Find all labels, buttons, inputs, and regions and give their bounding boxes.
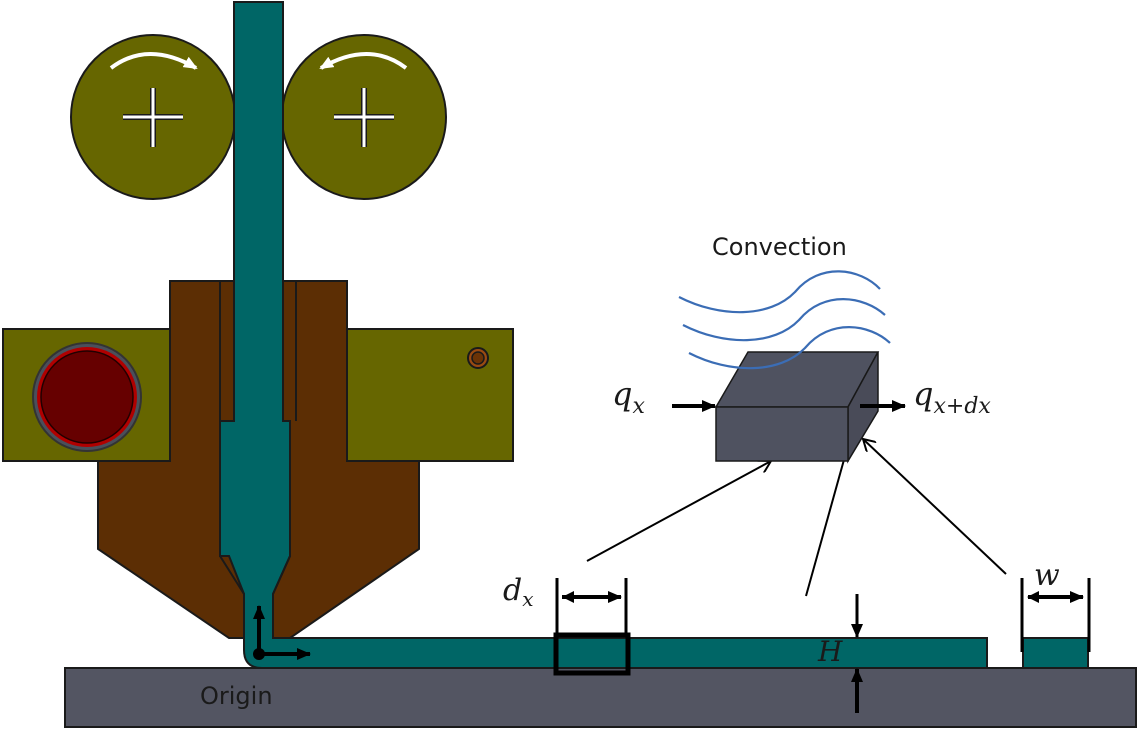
clockwise-arrow-icon xyxy=(109,52,198,70)
origin-axes-icon xyxy=(253,605,311,660)
bead-cross-section xyxy=(1022,637,1089,669)
width-label: w xyxy=(1034,558,1060,593)
origin-label: Origin xyxy=(200,682,273,710)
counterclockwise-arrow-icon xyxy=(319,52,408,70)
body-bore-wall xyxy=(219,281,297,421)
heater-block-right xyxy=(346,328,514,462)
pointer-line-width xyxy=(863,439,1007,575)
convection-waves xyxy=(678,270,891,370)
convection-label: Convection xyxy=(712,233,847,261)
pointer-line-dx xyxy=(586,461,771,562)
thermocouple-screw xyxy=(467,347,489,369)
feed-roller-left xyxy=(70,34,236,200)
build-platform xyxy=(64,667,1137,728)
dx-label: dx xyxy=(503,573,534,611)
height-label: H xyxy=(817,635,843,668)
heat-flux-out-label: qx+dx xyxy=(913,375,991,419)
element-dx-highlight xyxy=(553,632,631,676)
element-cube xyxy=(714,351,880,464)
heater-cartridge xyxy=(32,342,142,452)
heat-flux-in-label: qx xyxy=(612,375,645,419)
feed-roller-right xyxy=(281,34,447,200)
